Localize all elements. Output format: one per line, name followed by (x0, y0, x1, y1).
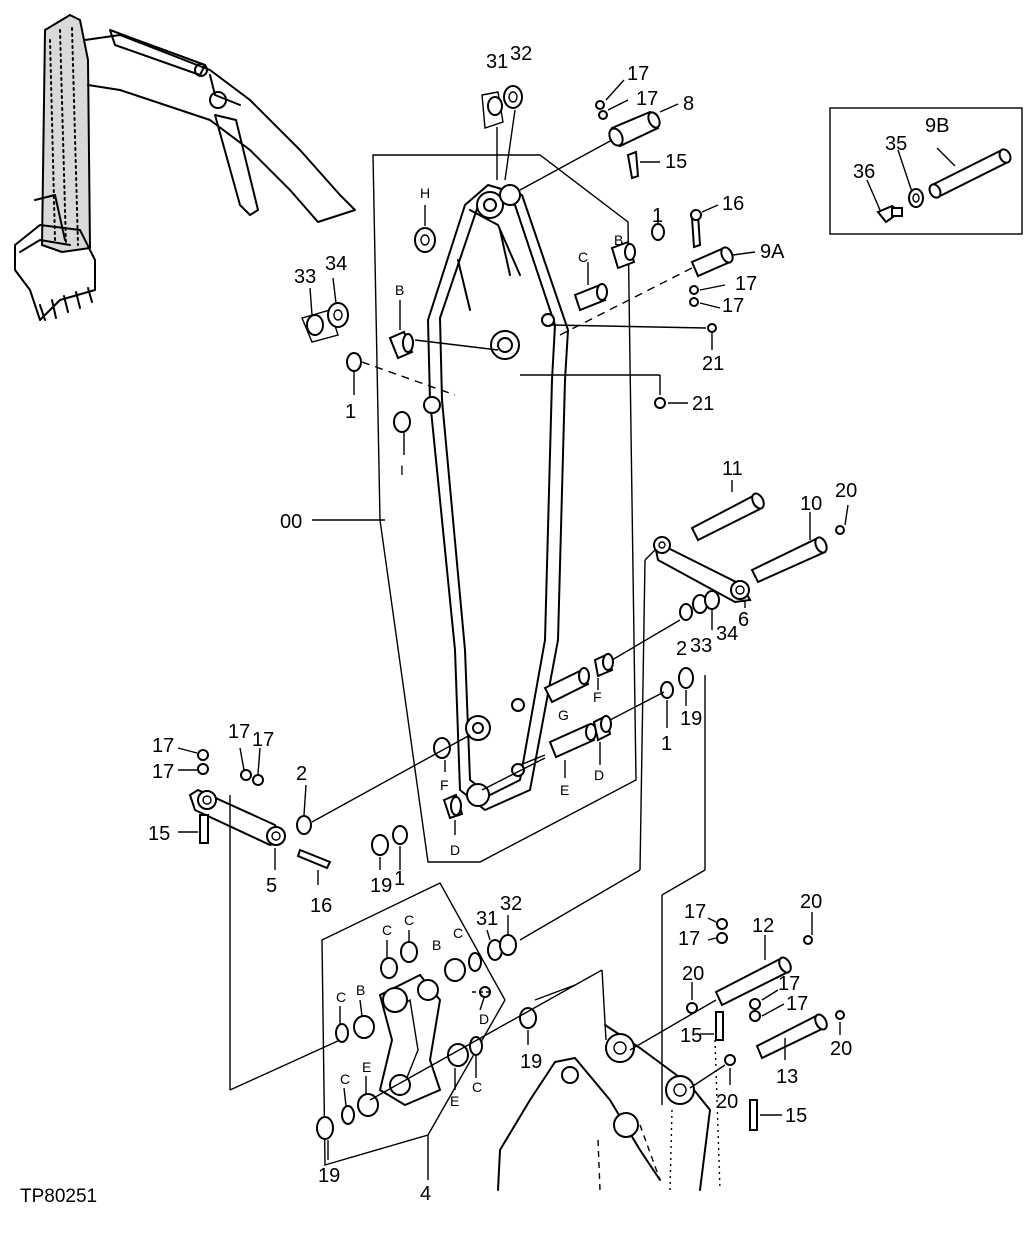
callout-31-bottom: 31 (476, 908, 498, 930)
bushing-D-link: D (479, 1011, 489, 1027)
callout-17-c: 17 (735, 273, 757, 295)
callout-1-c: 1 (661, 733, 672, 755)
callout-8: 8 (683, 93, 694, 115)
inset-box-9b: 9B 35 36 (829, 107, 1023, 235)
bushing-C-a: C (382, 922, 392, 938)
callout-31-top: 31 (486, 51, 508, 73)
bushing-H: H (420, 185, 430, 201)
bushing-E-arm: E (560, 782, 569, 798)
callout-1-a: 1 (652, 205, 663, 227)
bushing-F-left: F (440, 777, 449, 793)
callout-17-d: 17 (722, 295, 744, 317)
callout-17-f: 17 (152, 761, 174, 783)
pin-9a-group: 9A 16 17 17 (559, 193, 785, 336)
callout-2-right: 2 (676, 638, 687, 660)
callout-1-b: 1 (345, 401, 356, 423)
callout-15-b: 15 (148, 823, 170, 845)
callout-17-h: 17 (252, 729, 274, 751)
callout-2-left: 2 (296, 763, 307, 785)
link-6-group: 11 10 20 2 33 34 6 19 1 (519, 458, 857, 1105)
callout-20-c: 20 (682, 963, 704, 985)
callout-34-right: 34 (716, 623, 738, 645)
callout-6: 6 (738, 609, 749, 631)
callout-13: 13 (776, 1066, 798, 1088)
bushing-C-f: C (472, 1079, 482, 1095)
bushing-C-e: C (340, 1071, 350, 1087)
callout-12: 12 (752, 915, 774, 937)
callout-17-i: 17 (684, 901, 706, 923)
excavator-overview-illustration (14, 14, 356, 321)
callout-17-l: 17 (786, 993, 808, 1015)
bushing-D-right: D (594, 767, 604, 783)
bushing-B-left: B (395, 282, 404, 298)
callout-1-d: 1 (394, 868, 405, 890)
callout-17-e: 17 (152, 735, 174, 757)
arm-assembly-boundary: 00 (280, 154, 637, 863)
link-5-group: 2 17 17 17 17 15 16 5 (148, 721, 471, 1091)
callout-19-right: 19 (680, 708, 702, 730)
bushing-E-link-right: E (450, 1093, 459, 1109)
callout-20-d: 20 (830, 1038, 852, 1060)
lower-left-rings: 19 1 (370, 825, 408, 897)
bushing-B-link: B (432, 937, 441, 953)
bushing-C-d: C (336, 989, 346, 1005)
callout-32-bottom: 32 (500, 893, 522, 915)
callout-17-b: 17 (636, 88, 658, 110)
bushing-F-right: F (593, 689, 602, 705)
callout-20-a: 20 (835, 480, 857, 502)
bushing-G: G (558, 707, 569, 723)
callout-9A: 9A (760, 241, 785, 263)
bucket-link-assembly: 4 C C B C C B D C E E C (316, 882, 607, 1205)
callout-4: 4 (420, 1183, 431, 1205)
bucket-side: 17 17 12 20 20 15 17 17 13 20 20 15 (497, 891, 852, 1191)
callout-17-j: 17 (678, 928, 700, 950)
grease-fitting-group: 21 21 (520, 323, 724, 415)
callout-15-c: 15 (680, 1025, 702, 1047)
bushing-D-left: D (450, 842, 460, 858)
callout-17-k: 17 (778, 973, 800, 995)
callout-19-mid: 19 (520, 1051, 542, 1073)
bushing-C-b: C (404, 912, 414, 928)
callout-00: 00 (280, 511, 302, 533)
bushing-I: I (400, 462, 404, 478)
callout-36: 36 (853, 161, 875, 183)
bushing-E-link: E (362, 1059, 371, 1075)
pin-8-group: 8 17 17 15 (519, 63, 694, 191)
callout-21-b: 21 (692, 393, 714, 415)
callout-9B: 9B (925, 115, 949, 137)
upper-bushings: H B C 1 B I 1 (345, 185, 665, 478)
callout-35: 35 (885, 133, 907, 155)
callout-34-left: 34 (325, 253, 347, 275)
callout-16-b: 16 (310, 895, 332, 917)
callout-5: 5 (266, 875, 277, 897)
callout-15-a: 15 (665, 151, 687, 173)
figure-code: TP80251 (20, 1186, 97, 1207)
callout-33-left: 33 (294, 266, 316, 288)
callout-17-a: 17 (627, 63, 649, 85)
lower-arm-bushings: G F E D F D (433, 619, 681, 858)
callout-21-a: 21 (702, 353, 724, 375)
callout-20-b: 20 (800, 891, 822, 913)
bushing-C-c: C (453, 925, 463, 941)
callout-33-right: 33 (690, 635, 712, 657)
top-shim-group: 31 32 (481, 43, 532, 181)
callout-17-g: 17 (228, 721, 250, 743)
bushing-B-link-left: B (356, 982, 365, 998)
callout-16-a: 16 (722, 193, 744, 215)
arm-body (423, 184, 569, 811)
callout-15-d: 15 (785, 1105, 807, 1127)
left-shim-group: 33 34 (294, 253, 349, 343)
bushing-B-top: B (614, 232, 623, 248)
callout-11: 11 (722, 458, 743, 480)
callout-10: 10 (800, 493, 822, 515)
bushing-C-top: C (578, 249, 588, 265)
callout-19-bottom: 19 (318, 1165, 340, 1187)
callout-20-e: 20 (716, 1091, 738, 1113)
callout-19-left: 19 (370, 875, 392, 897)
callout-32-top: 32 (510, 43, 532, 65)
